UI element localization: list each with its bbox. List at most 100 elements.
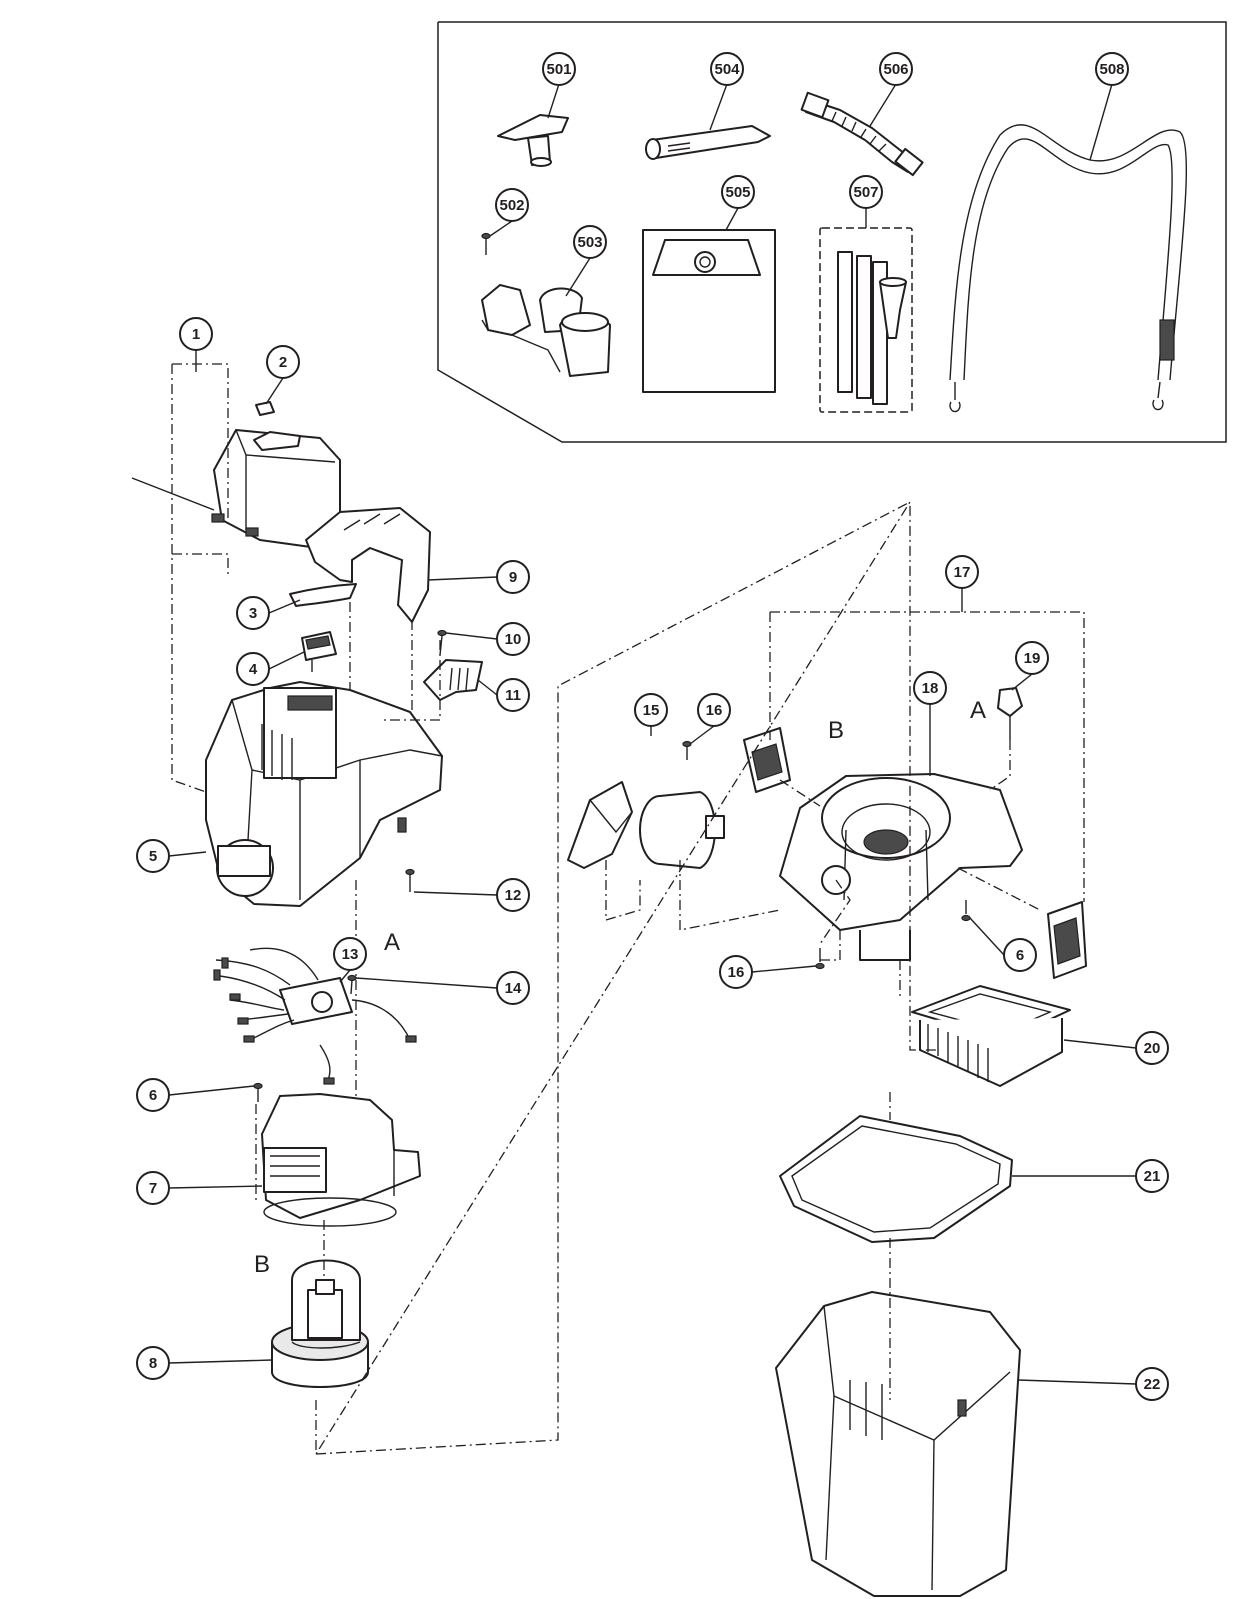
callout-3: 3 bbox=[236, 596, 270, 630]
screw-16-lower-part bbox=[815, 948, 825, 970]
power-switch-part bbox=[301, 631, 337, 672]
callout-17: 17 bbox=[945, 555, 979, 589]
callout-5: 5 bbox=[136, 839, 170, 873]
hose-part bbox=[800, 91, 924, 177]
svg-text:503: 503 bbox=[577, 234, 602, 251]
callout-10: 10 bbox=[496, 622, 530, 656]
callout-9: 9 bbox=[496, 560, 530, 594]
callout-15: 15 bbox=[634, 693, 668, 727]
filter-bag-part bbox=[642, 229, 776, 393]
callout-19: 19 bbox=[1015, 641, 1049, 675]
svg-text:22: 22 bbox=[1144, 1376, 1161, 1393]
screw-16-upper-part bbox=[682, 740, 692, 760]
reference-letter-b-right: B bbox=[828, 717, 844, 744]
motor-housing-part bbox=[205, 681, 443, 907]
tool-holder-part bbox=[481, 284, 611, 377]
extension-tubes-part bbox=[819, 227, 913, 413]
callout-18: 18 bbox=[913, 671, 947, 705]
circuit-board-part bbox=[213, 947, 417, 1085]
filter-door-right-part bbox=[1047, 901, 1087, 979]
svg-text:17: 17 bbox=[954, 564, 971, 581]
svg-text:18: 18 bbox=[922, 680, 939, 697]
callout-508: 508 bbox=[1095, 52, 1129, 86]
handle-part bbox=[305, 507, 431, 623]
leader-lines bbox=[168, 83, 1137, 1385]
callout-1: 1 bbox=[179, 317, 213, 351]
callout-21: 21 bbox=[1135, 1159, 1169, 1193]
callout-503: 503 bbox=[573, 225, 607, 259]
callout-2: 2 bbox=[266, 345, 300, 379]
label-part bbox=[255, 401, 275, 416]
callout-504: 504 bbox=[710, 52, 744, 86]
svg-text:8: 8 bbox=[149, 1355, 157, 1372]
callout-502: 502 bbox=[495, 188, 529, 222]
screw-6-right-part bbox=[961, 900, 971, 922]
trim-strip-part bbox=[289, 583, 357, 607]
collection-tank-part bbox=[775, 1291, 1021, 1597]
svg-text:1: 1 bbox=[192, 326, 200, 343]
svg-text:501: 501 bbox=[546, 61, 571, 78]
svg-text:6: 6 bbox=[1016, 947, 1024, 964]
tank-gasket-part bbox=[779, 1115, 1013, 1243]
callout-16-upper: 16 bbox=[697, 693, 731, 727]
reference-letter-a-right: A bbox=[970, 697, 986, 724]
svg-text:505: 505 bbox=[725, 184, 750, 201]
svg-text:504: 504 bbox=[714, 61, 740, 78]
upholstery-nozzle-part bbox=[497, 114, 569, 167]
vacuum-motor-part bbox=[271, 1259, 369, 1388]
callout-12: 12 bbox=[496, 878, 530, 912]
filter-housing-part bbox=[779, 773, 1023, 961]
screw-14-part bbox=[347, 974, 357, 995]
latch-part bbox=[423, 659, 483, 701]
svg-text:5: 5 bbox=[149, 848, 157, 865]
svg-text:2: 2 bbox=[279, 354, 287, 371]
callout-501: 501 bbox=[542, 52, 576, 86]
svg-text:16: 16 bbox=[728, 964, 745, 981]
svg-text:6: 6 bbox=[149, 1087, 157, 1104]
accessory-box-frame bbox=[437, 21, 1227, 443]
svg-text:15: 15 bbox=[643, 702, 660, 719]
fan-housing-part bbox=[261, 1093, 421, 1227]
cartridge-filter-part bbox=[911, 985, 1071, 1087]
crevice-tool-part bbox=[645, 125, 771, 160]
shoulder-strap-part bbox=[949, 124, 1188, 413]
callout-20: 20 bbox=[1135, 1031, 1169, 1065]
callout-16-lower: 16 bbox=[719, 955, 753, 989]
svg-text:502: 502 bbox=[499, 197, 524, 214]
svg-text:11: 11 bbox=[505, 687, 521, 704]
assembly-guide-lines bbox=[171, 363, 1085, 1457]
inlet-ring-part bbox=[639, 791, 725, 869]
svg-text:4: 4 bbox=[249, 661, 258, 678]
float-switch-part bbox=[997, 687, 1023, 740]
accessory-screw-part bbox=[481, 232, 491, 255]
callout-506: 506 bbox=[879, 52, 913, 86]
svg-text:3: 3 bbox=[249, 605, 257, 622]
svg-text:19: 19 bbox=[1024, 650, 1041, 667]
reference-letter-b-left: B bbox=[254, 1251, 270, 1278]
svg-text:14: 14 bbox=[505, 980, 522, 997]
callout-507: 507 bbox=[849, 175, 883, 209]
inlet-nozzle-part bbox=[567, 781, 633, 869]
callout-13: 13 bbox=[333, 937, 367, 971]
svg-text:508: 508 bbox=[1099, 61, 1124, 78]
callout-8: 8 bbox=[136, 1346, 170, 1380]
svg-text:21: 21 bbox=[1144, 1168, 1161, 1185]
callout-7: 7 bbox=[136, 1171, 170, 1205]
svg-text:12: 12 bbox=[505, 887, 522, 904]
svg-text:16: 16 bbox=[706, 702, 723, 719]
screw-6-left-part bbox=[253, 1082, 263, 1102]
callout-6-left: 6 bbox=[136, 1078, 170, 1112]
svg-text:9: 9 bbox=[509, 569, 517, 586]
callout-505: 505 bbox=[721, 175, 755, 209]
svg-text:13: 13 bbox=[342, 946, 359, 963]
callout-4: 4 bbox=[236, 652, 270, 686]
callout-14: 14 bbox=[496, 971, 530, 1005]
wire-rod-part bbox=[131, 477, 215, 511]
callout-11: 11 bbox=[496, 678, 530, 712]
callout-22: 22 bbox=[1135, 1367, 1169, 1401]
svg-text:7: 7 bbox=[149, 1180, 157, 1197]
svg-text:506: 506 bbox=[883, 61, 908, 78]
filter-door-left-part bbox=[743, 727, 791, 793]
